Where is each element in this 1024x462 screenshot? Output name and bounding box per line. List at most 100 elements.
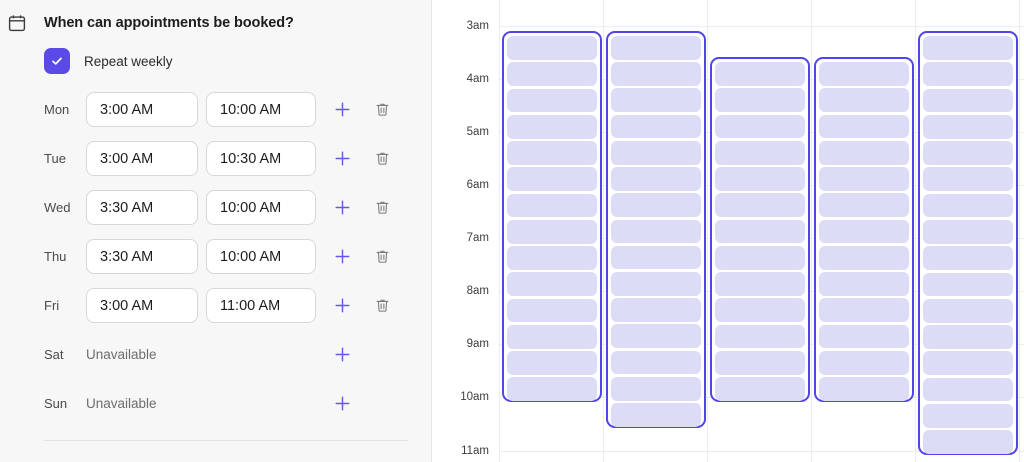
appointment-slot[interactable] (715, 62, 805, 86)
add-interval-button[interactable] (331, 393, 353, 415)
availability-block-wed[interactable] (710, 57, 810, 402)
start-time-input[interactable]: 3:30 AM (86, 239, 198, 274)
appointment-slot[interactable] (507, 193, 597, 218)
appointment-slot[interactable] (611, 298, 701, 322)
appointment-slot[interactable] (715, 167, 805, 191)
delete-interval-button[interactable] (371, 148, 393, 170)
appointment-slot[interactable] (611, 219, 701, 244)
appointment-slot[interactable] (819, 193, 909, 218)
appointment-slot[interactable] (507, 88, 597, 113)
delete-interval-button[interactable] (371, 197, 393, 219)
repeat-weekly-checkbox[interactable] (44, 48, 70, 74)
appointment-slot[interactable] (715, 114, 805, 139)
appointment-slot[interactable] (923, 114, 1013, 139)
appointment-slot[interactable] (923, 272, 1013, 297)
appointment-slot[interactable] (507, 298, 597, 323)
appointment-slot[interactable] (923, 246, 1013, 271)
appointment-slot[interactable] (923, 351, 1013, 376)
appointment-slot[interactable] (819, 272, 909, 296)
add-interval-button[interactable] (331, 246, 353, 268)
appointment-slot[interactable] (715, 272, 805, 296)
end-time-input[interactable]: 10:00 AM (206, 239, 316, 274)
appointment-slot[interactable] (923, 219, 1013, 244)
appointment-slot[interactable] (923, 298, 1013, 323)
add-interval-button[interactable] (331, 344, 353, 366)
appointment-slot[interactable] (611, 140, 701, 165)
appointment-slot[interactable] (507, 62, 597, 86)
start-time-input[interactable]: 3:00 AM (86, 92, 198, 127)
appointment-slot[interactable] (611, 167, 701, 191)
availability-block-thu[interactable] (814, 57, 914, 402)
appointment-slot[interactable] (611, 350, 701, 375)
end-time-input[interactable]: 11:00 AM (206, 288, 316, 323)
delete-interval-button[interactable] (371, 295, 393, 317)
appointment-slot[interactable] (611, 114, 701, 139)
availability-block-fri[interactable] (918, 31, 1018, 455)
end-time-input[interactable]: 10:00 AM (206, 190, 316, 225)
add-interval-button[interactable] (331, 197, 353, 219)
appointment-slot[interactable] (819, 298, 909, 323)
delete-interval-button[interactable] (371, 246, 393, 268)
appointment-slot[interactable] (611, 403, 701, 427)
appointment-slot[interactable] (715, 193, 805, 218)
appointment-slot[interactable] (611, 245, 701, 270)
appointment-slot[interactable] (611, 88, 701, 113)
availability-block-mon[interactable] (502, 31, 602, 402)
appointment-slot[interactable] (507, 141, 597, 165)
appointment-slot[interactable] (819, 377, 909, 401)
appointment-slot[interactable] (715, 219, 805, 244)
appointment-slot[interactable] (923, 88, 1013, 113)
appointment-slot[interactable] (819, 140, 909, 165)
appointment-slot[interactable] (819, 62, 909, 86)
appointment-slot[interactable] (715, 298, 805, 323)
appointment-slot[interactable] (715, 324, 805, 349)
appointment-slot[interactable] (819, 167, 909, 191)
appointment-slot[interactable] (819, 219, 909, 244)
appointment-slot[interactable] (819, 350, 909, 375)
appointment-slot[interactable] (923, 36, 1013, 60)
appointment-slot[interactable] (507, 377, 597, 401)
appointment-slot[interactable] (715, 377, 805, 401)
add-interval-button[interactable] (331, 99, 353, 121)
start-time-input[interactable]: 3:00 AM (86, 288, 198, 323)
add-interval-button[interactable] (331, 148, 353, 170)
appointment-slot[interactable] (611, 271, 701, 296)
appointment-slot[interactable] (611, 324, 701, 349)
appointment-slot[interactable] (819, 245, 909, 270)
appointment-slot[interactable] (923, 403, 1013, 428)
appointment-slot[interactable] (923, 430, 1013, 454)
start-time-input[interactable]: 3:30 AM (86, 190, 198, 225)
appointment-slot[interactable] (611, 193, 701, 218)
appointment-slot[interactable] (819, 114, 909, 139)
appointment-slot[interactable] (715, 140, 805, 165)
appointment-slot[interactable] (923, 193, 1013, 218)
appointment-slot[interactable] (715, 350, 805, 375)
appointment-slot[interactable] (611, 376, 701, 401)
end-time-input[interactable]: 10:00 AM (206, 92, 316, 127)
appointment-slot[interactable] (819, 88, 909, 113)
appointment-slot[interactable] (819, 324, 909, 349)
appointment-slot[interactable] (507, 351, 597, 375)
appointment-slot[interactable] (923, 377, 1013, 402)
appointment-slot[interactable] (923, 325, 1013, 349)
appointment-slot[interactable] (611, 36, 701, 60)
delete-interval-button[interactable] (371, 99, 393, 121)
appointment-slot[interactable] (923, 141, 1013, 165)
availability-block-tue[interactable] (606, 31, 706, 428)
appointment-slot[interactable] (507, 246, 597, 270)
appointment-slot[interactable] (715, 88, 805, 113)
appointment-slot[interactable] (923, 167, 1013, 192)
appointment-slot[interactable] (507, 167, 597, 191)
appointment-slot[interactable] (507, 324, 597, 349)
appointment-slot[interactable] (507, 114, 597, 139)
appointment-slot[interactable] (611, 62, 701, 86)
appointment-slot[interactable] (507, 272, 597, 296)
repeat-weekly-row[interactable]: Repeat weekly (44, 48, 173, 74)
start-time-input[interactable]: 3:00 AM (86, 141, 198, 176)
appointment-slot[interactable] (507, 36, 597, 60)
appointment-slot[interactable] (923, 62, 1013, 87)
appointment-slot[interactable] (507, 219, 597, 244)
add-interval-button[interactable] (331, 295, 353, 317)
appointment-slot[interactable] (715, 245, 805, 270)
end-time-input[interactable]: 10:30 AM (206, 141, 316, 176)
